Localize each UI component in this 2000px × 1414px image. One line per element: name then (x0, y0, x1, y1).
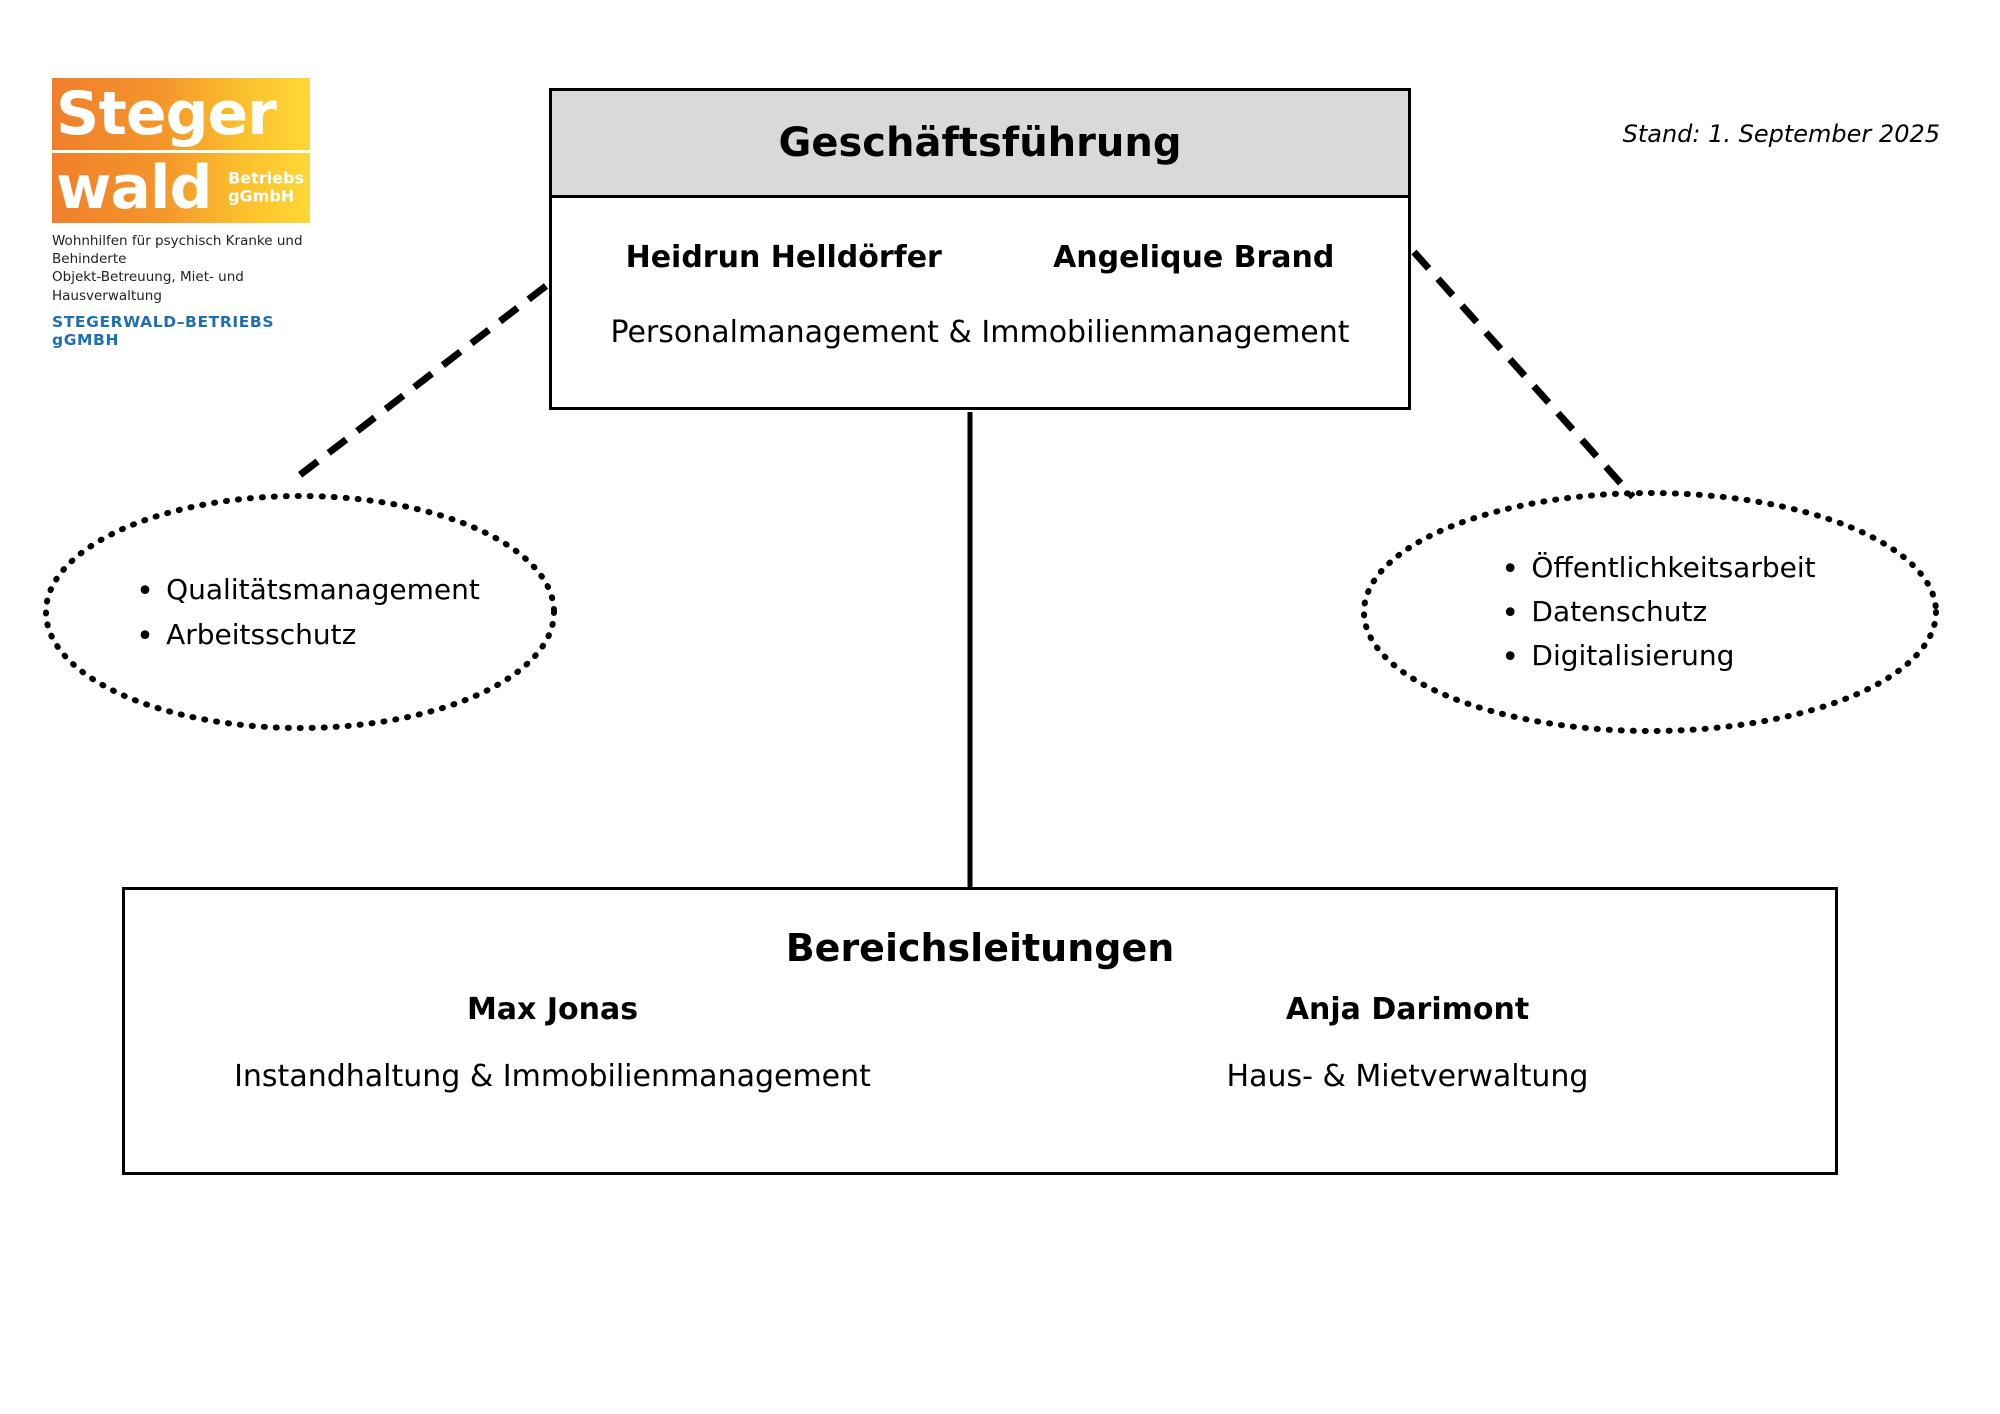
logo-suffix: Betriebs gGmbH (228, 168, 304, 207)
departments-columns: Max Jonas Instandhaltung & Immobilienman… (125, 992, 1835, 1094)
logo-tagline: Wohnhilfen für psychisch Kranke und Behi… (52, 232, 314, 305)
list-item: Arbeitsschutz (136, 613, 480, 661)
logo-mark: Steger wald Betriebs gGmbH (52, 78, 310, 223)
management-box: Geschäftsführung Heidrun Helldörfer Ange… (549, 88, 1411, 410)
logo-word-top: Steger (56, 79, 277, 149)
connector-dashed-left (293, 283, 549, 481)
department-lead-name: Max Jonas (466, 992, 639, 1027)
bubble-right-list: Öffentlichkeitsarbeit Datenschutz Digita… (1485, 546, 1815, 682)
department-scope: Haus- & Mietverwaltung (1226, 1059, 1589, 1094)
bubble-left: Qualitätsmanagement Arbeitsschutz (40, 490, 560, 735)
management-people: Heidrun Helldörfer Angelique Brand (552, 240, 1408, 275)
logo-suffix-line1: Betriebs (228, 168, 304, 188)
logo-tagline-line1: Wohnhilfen für psychisch Kranke und Behi… (52, 233, 303, 268)
logo-suffix-line2: gGmbH (228, 187, 295, 206)
logo-legal-name: STEGERWALD–BETRIEBS gGMBH (52, 312, 275, 349)
logo-word-bottom: wald (56, 153, 212, 223)
management-role: Personalmanagement & Immobilienmanagemen… (610, 315, 1350, 350)
logo-tagline-line2: Objekt-Betreuung, Miet- und Hausverwaltu… (52, 269, 244, 304)
list-item: Öffentlichkeitsarbeit (1501, 546, 1815, 594)
list-item: Qualitätsmanagement (136, 568, 480, 616)
management-header: Geschäftsführung (552, 91, 1408, 198)
connector-dashed-right (1411, 249, 1636, 500)
management-person-2: Angelique Brand (1053, 240, 1335, 275)
bubble-left-outline (43, 493, 557, 731)
company-logo: Steger wald Betriebs gGmbH Wohnhilfen fü… (52, 78, 314, 349)
logo-band-top: Steger (52, 78, 310, 150)
management-title: Geschäftsführung (778, 120, 1182, 166)
bubble-left-list: Qualitätsmanagement Arbeitsschutz (120, 568, 480, 661)
department-column-2: Anja Darimont Haus- & Mietverwaltung (980, 992, 1835, 1094)
department-scope: Instandhaltung & Immobilienmanagement (234, 1059, 871, 1094)
bubble-right: Öffentlichkeitsarbeit Datenschutz Digita… (1358, 487, 1943, 737)
departments-title: Bereichsleitungen (785, 926, 1175, 970)
management-body: Heidrun Helldörfer Angelique Brand Perso… (552, 240, 1408, 449)
bubble-right-outline (1361, 490, 1939, 734)
department-column-1: Max Jonas Instandhaltung & Immobilienman… (125, 992, 980, 1094)
logo-band-bottom: wald Betriebs gGmbH (52, 153, 310, 223)
management-person-1: Heidrun Helldörfer (625, 240, 942, 275)
list-item: Digitalisierung (1501, 634, 1815, 682)
department-lead-name: Anja Darimont (1285, 992, 1530, 1027)
date-stamp: Stand: 1. September 2025 (1622, 120, 1940, 148)
departments-box: Bereichsleitungen Max Jonas Instandhaltu… (122, 887, 1838, 1175)
list-item: Datenschutz (1501, 590, 1815, 638)
